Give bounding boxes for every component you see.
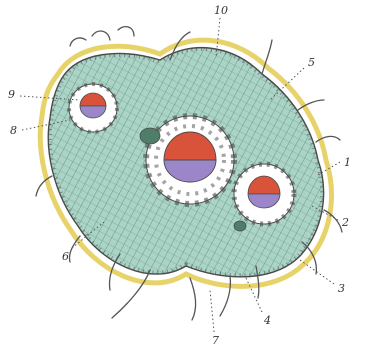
vascular-bundle-center — [146, 116, 234, 204]
label-8: 8 — [10, 124, 17, 137]
vascular-bundle-right — [234, 164, 294, 224]
label-4: 4 — [263, 314, 271, 327]
label-5: 5 — [308, 56, 315, 69]
label-7: 7 — [212, 334, 219, 347]
label-9: 9 — [8, 88, 15, 101]
label-10: 10 — [214, 4, 228, 17]
vascular-bundle-left — [69, 84, 117, 132]
small-vein — [140, 128, 160, 144]
small-vein — [234, 221, 246, 231]
label-1: 1 — [344, 156, 351, 169]
label-3: 3 — [338, 282, 345, 295]
label-6: 6 — [62, 250, 69, 263]
label-2: 2 — [341, 216, 349, 229]
